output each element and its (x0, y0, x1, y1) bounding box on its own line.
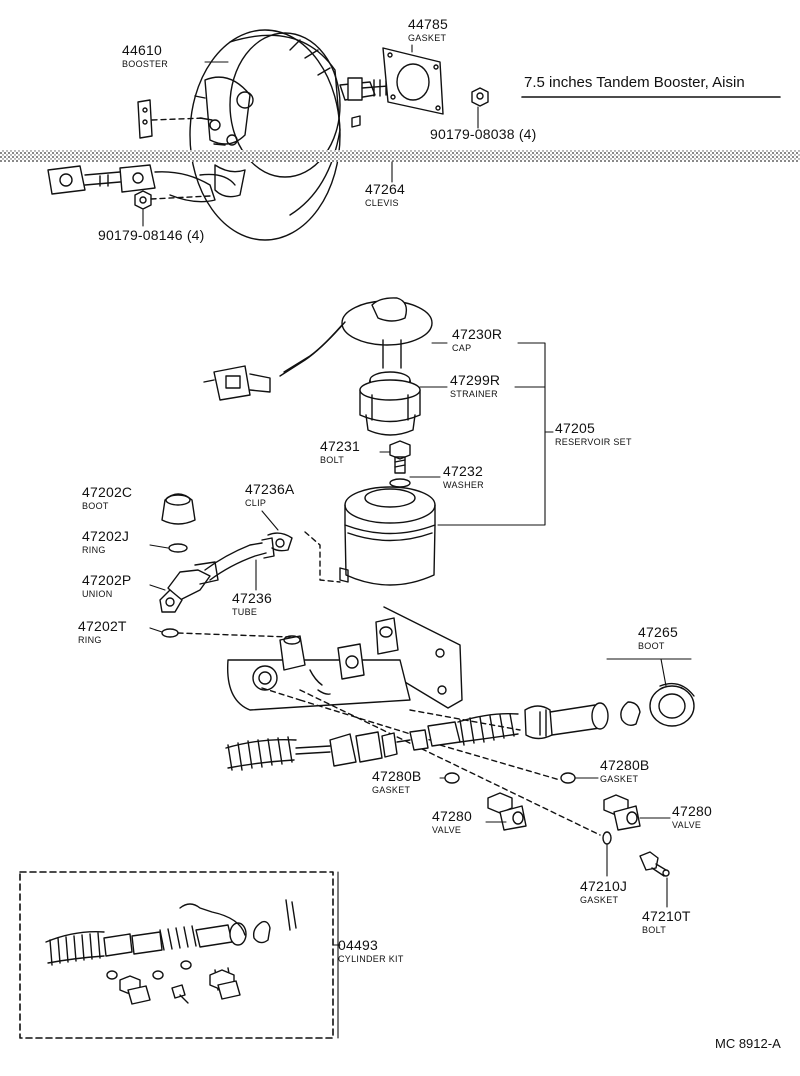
bolt-47210t-drawing (639, 851, 670, 877)
part-name: BOLT (642, 925, 667, 935)
part-name: BOOT (82, 501, 109, 511)
part-number: 47232 (443, 463, 483, 479)
part-number: 47280B (372, 768, 422, 784)
part-number: 47236 (232, 590, 272, 606)
ring-47202t-drawing (161, 628, 179, 638)
part-number: 47202C (82, 484, 133, 500)
nut2-drawing (134, 190, 211, 210)
part-number: 90179-08038 (4) (430, 126, 537, 142)
cap-drawing (279, 297, 433, 377)
part-name: UNION (82, 589, 113, 599)
part-name: VALVE (672, 820, 702, 830)
part-name: RESERVOIR SET (555, 437, 632, 447)
part-number: 47280 (672, 803, 712, 819)
part-name: BOLT (320, 455, 345, 465)
part-name: CAP (452, 343, 472, 353)
washer-drawing (389, 478, 411, 488)
part-name: RING (82, 545, 106, 555)
part-number: 47264 (365, 181, 405, 197)
diagram-title: 7.5 inches Tandem Booster, Aisin (524, 74, 745, 91)
part-number: 04493 (338, 937, 378, 953)
drawing-code: MC 8912-A (715, 1036, 781, 1051)
part-number: 90179-08146 (4) (98, 227, 205, 243)
part-number: 47299R (450, 372, 501, 388)
part-name: WASHER (443, 480, 484, 490)
part-number: 47280B (600, 757, 650, 773)
gasket-47280b-1-drawing (444, 772, 460, 784)
part-number: 47231 (320, 438, 360, 454)
union-drawing (159, 561, 219, 613)
gasket-47280b-2-drawing (560, 772, 576, 784)
part-number: 44785 (408, 16, 448, 32)
part-number: 47236A (245, 481, 295, 497)
strainer-drawing (359, 371, 421, 436)
gasket-drawing (382, 47, 444, 115)
part-number: 47202J (82, 528, 130, 544)
part-name: GASKET (600, 774, 639, 784)
part-name: VALVE (432, 825, 462, 835)
leader-lines (142, 44, 692, 1039)
part-name: RING (78, 635, 102, 645)
part-number: 47202T (78, 618, 127, 634)
part-number: 47265 (638, 624, 678, 640)
valve-right-drawing (603, 794, 641, 831)
master-cylinder-drawing (226, 606, 463, 711)
part-number: 44610 (122, 42, 162, 58)
valve-left-drawing (487, 792, 527, 831)
connector-drawing (203, 365, 271, 401)
piston-secondary-drawing (295, 731, 411, 767)
part-number: 47205 (555, 420, 595, 436)
part-name: GASKET (580, 895, 619, 905)
boot-47265-drawing (649, 682, 695, 727)
part-number: 47210T (642, 908, 691, 924)
part-number: 47202P (82, 572, 132, 588)
piston-primary-drawing (409, 712, 519, 751)
snap-ring-drawing (620, 701, 641, 727)
clevis-drawing (47, 164, 236, 203)
bracket-drawing (137, 99, 206, 139)
nut-drawing (471, 87, 489, 107)
part-number: 47280 (432, 808, 472, 824)
part-name: CLIP (245, 498, 267, 508)
piston-rear-drawing (524, 702, 609, 740)
part-number: 47230R (452, 326, 503, 342)
gasket-47210j-drawing (602, 831, 612, 845)
spring-left-drawing (225, 736, 297, 771)
part-name: STRAINER (450, 389, 498, 399)
boot-47202c-drawing (161, 493, 196, 525)
part-name: TUBE (232, 607, 258, 617)
tube-drawing (204, 532, 293, 581)
part-name: BOOSTER (122, 59, 169, 69)
part-name: CLEVIS (365, 198, 399, 208)
ring-47202j-drawing (168, 543, 188, 553)
part-name: CYLINDER KIT (338, 954, 404, 964)
firewall-band (0, 150, 800, 162)
part-name: GASKET (408, 33, 447, 43)
part-name: GASKET (372, 785, 411, 795)
reservoir-body-drawing (339, 486, 436, 586)
cylinder-kit-drawing (45, 899, 297, 1005)
part-number: 47210J (580, 878, 628, 894)
part-name: BOOT (638, 641, 665, 651)
bolt-47231-drawing (389, 440, 411, 474)
booster-drawing (189, 29, 389, 241)
cylinder-kit-box (19, 871, 334, 1039)
